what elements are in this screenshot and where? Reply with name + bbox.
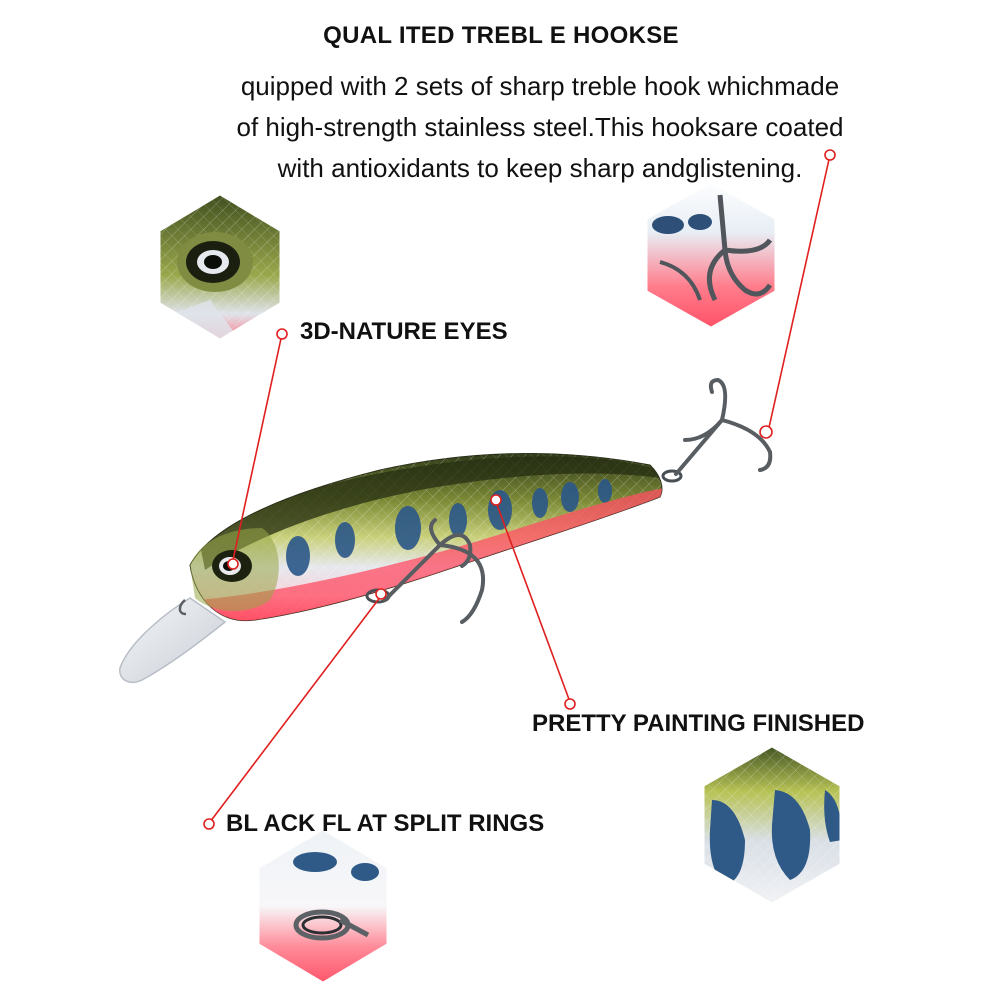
hooks-feature-title: QUAL ITED TREBL E HOOKSE (323, 22, 679, 49)
painting-detail-thumbnail (703, 746, 841, 904)
eyes-feature-label: 3D-NATURE EYES (300, 318, 508, 345)
description-line: quipped with 2 sets of sharp treble hook… (240, 71, 840, 101)
callout-dot-rings-bottom (203, 818, 215, 830)
fishing-lure (119, 377, 773, 684)
tail-treble-hook (674, 377, 773, 476)
callout-line-eyes (232, 333, 283, 561)
callout-dot-painting-top (490, 494, 502, 506)
callout-dot-eyes-top (276, 328, 288, 340)
description-line: of high-strength stainless steel.This ho… (236, 112, 844, 142)
belly-treble-hook (383, 518, 486, 624)
callout-dot-hooks-bottom (759, 425, 773, 439)
callout-line-rings (209, 595, 382, 823)
hooks-feature-description: quipped with 2 sets of sharp treble hook… (150, 66, 930, 189)
callout-line-hooks (767, 154, 831, 433)
tail-split-ring (661, 469, 683, 483)
callout-dot-eyes-bottom (227, 558, 239, 570)
split-rings-feature-label: BL ACK FL AT SPLIT RINGS (226, 810, 545, 837)
callout-dot-rings-top (375, 588, 387, 600)
callout-lines (203, 149, 836, 830)
callout-line-painting (495, 501, 571, 703)
diving-lip (119, 597, 227, 684)
hook-detail-thumbnail (646, 182, 776, 328)
callout-dot-painting-bottom (564, 698, 576, 710)
eyes-detail-thumbnail (159, 194, 281, 340)
split-rings-detail-thumbnail (258, 829, 388, 983)
callout-dot-hooks-top (824, 149, 836, 161)
painting-feature-label: PRETTY PAINTING FINISHED (532, 710, 865, 737)
description-line: with antioxidants to keep sharp andglist… (277, 153, 803, 183)
